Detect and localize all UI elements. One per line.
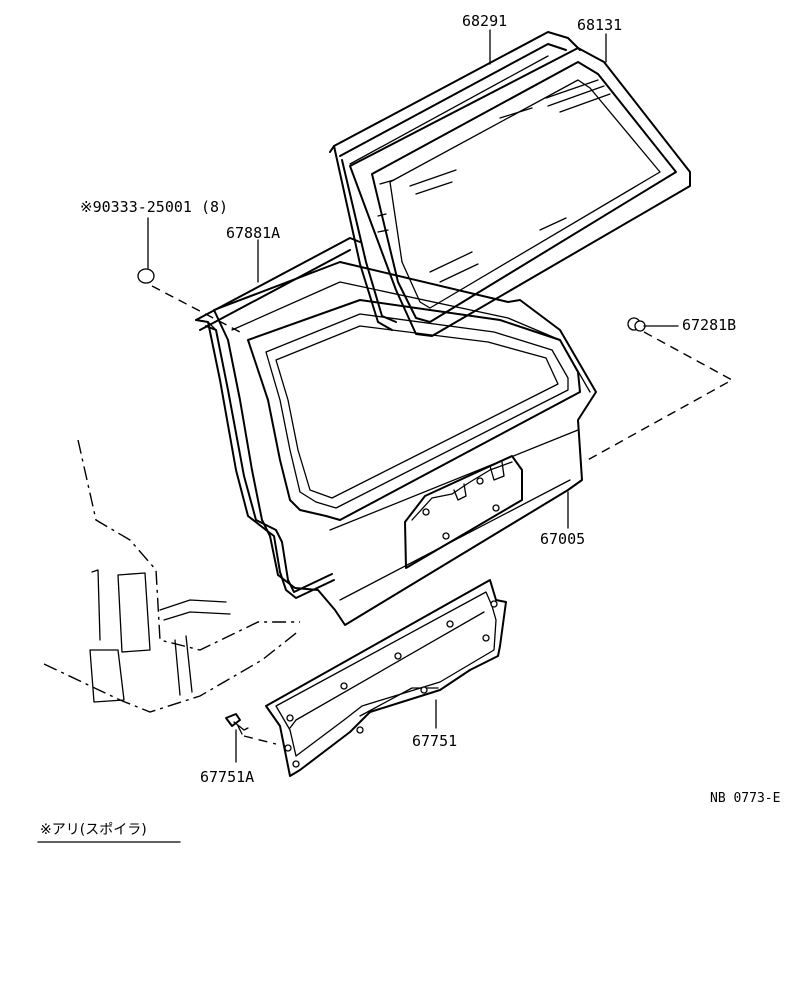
clip-67751a	[225, 713, 249, 735]
label-68291: 68291	[462, 12, 507, 30]
glass-weatherstrip	[329, 31, 581, 331]
window-glass	[349, 47, 691, 337]
clip-90333	[137, 268, 155, 284]
label-67881a: 67881A	[226, 224, 280, 242]
label-90333-25001: ※90333-25001 (8)	[80, 198, 228, 216]
label-67281b: 67281B	[682, 316, 736, 334]
back-door-panel	[213, 261, 597, 626]
figure-code: NB 0773-E	[710, 791, 780, 806]
stopper-67281b	[627, 317, 646, 332]
leader-lines	[147, 29, 734, 763]
label-68131: 68131	[577, 16, 622, 34]
weatherstrip	[195, 237, 361, 599]
label-67751a: 67751A	[200, 768, 254, 786]
spoiler-garnish	[265, 579, 507, 777]
label-67751: 67751	[412, 732, 457, 750]
vehicle-body-outline	[43, 439, 301, 713]
label-67005: 67005	[540, 530, 585, 548]
footnote: ※アリ(スポイラ)	[40, 822, 147, 838]
